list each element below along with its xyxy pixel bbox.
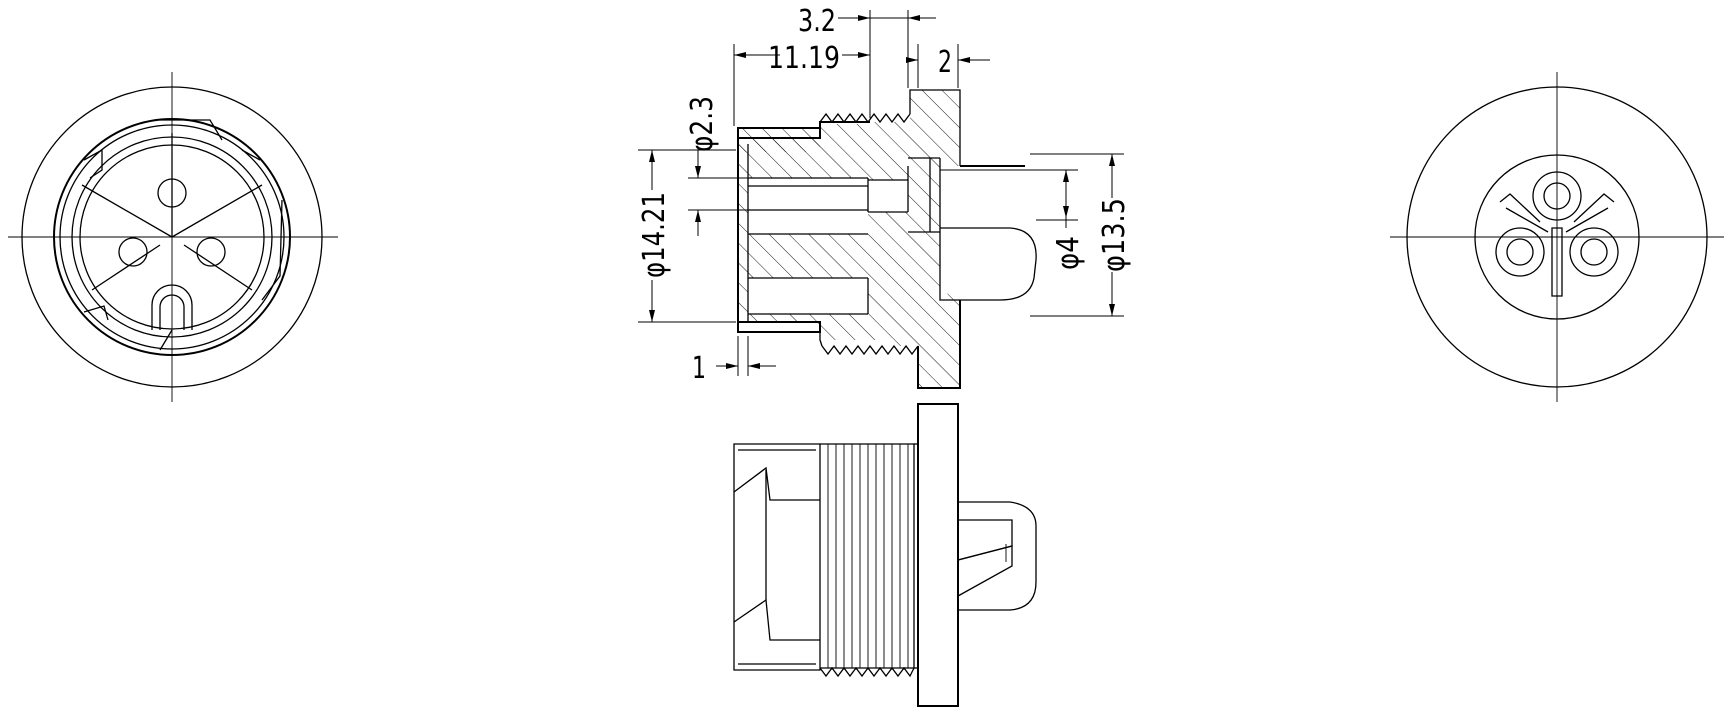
dimension-labels: 3.2 11.19 2 φ2.3 φ14.21 φ4 φ13.5 1 bbox=[637, 4, 1132, 386]
dim-phi-2-3: φ2.3 bbox=[685, 96, 720, 152]
section-view bbox=[737, 89, 1037, 389]
dim-3-2: 3.2 bbox=[798, 4, 836, 39]
dim-phi-4: φ4 bbox=[1051, 236, 1086, 270]
side-view bbox=[733, 403, 1037, 707]
dim-1: 1 bbox=[692, 351, 706, 386]
front-view-left bbox=[8, 72, 338, 402]
dim-2: 2 bbox=[938, 45, 952, 80]
front-view-right bbox=[1390, 72, 1724, 402]
dimension-lines bbox=[638, 10, 1124, 376]
dim-11-19: 11.19 bbox=[768, 41, 840, 76]
dim-phi-14-21: φ14.21 bbox=[637, 192, 672, 278]
dim-phi-13-5: φ13.5 bbox=[1097, 198, 1132, 272]
